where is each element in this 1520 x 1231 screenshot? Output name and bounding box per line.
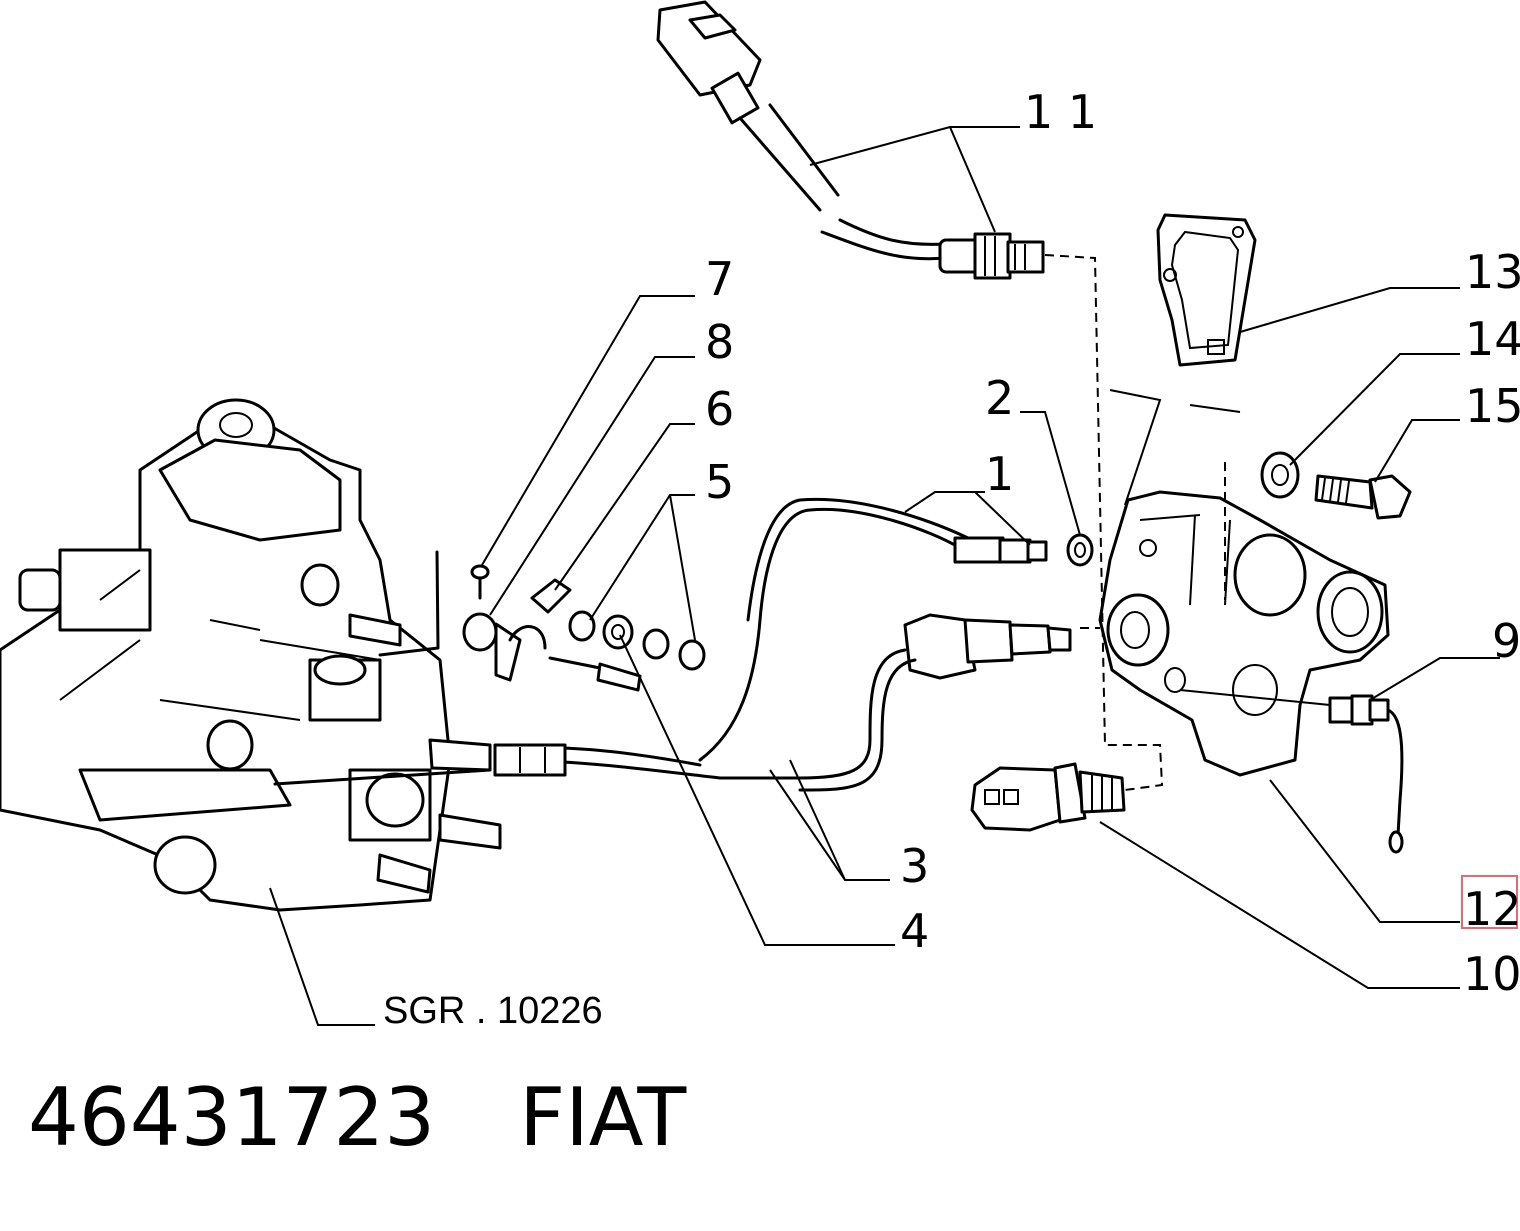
callout-5: 5 xyxy=(705,455,734,509)
leader-lines xyxy=(269,126,1500,1026)
callout-7: 7 xyxy=(705,252,734,306)
part-10-temperature-sender xyxy=(970,762,1126,832)
callout-highlight-box xyxy=(1461,875,1518,929)
callout-13: 13 xyxy=(1465,245,1520,299)
part-3-sensor-cable xyxy=(493,613,1072,792)
dashed-routing-lines xyxy=(1044,254,1331,791)
callout-3: 3 xyxy=(900,839,929,893)
part-12-housing xyxy=(1098,490,1390,777)
part-11-sensor-cable xyxy=(656,0,1045,280)
brand-name: FIAT xyxy=(519,1071,687,1164)
part-4-rod xyxy=(548,656,642,692)
part-15-bolt xyxy=(1314,474,1412,520)
callout-1: 1 xyxy=(985,447,1014,501)
callout-4: 4 xyxy=(900,904,929,958)
callout-15: 15 xyxy=(1465,379,1520,433)
callout-12: 12 xyxy=(1463,882,1520,936)
part-7-screw xyxy=(470,564,490,600)
part-1-sensor-cable xyxy=(698,497,1048,762)
part-9-sensor xyxy=(1328,694,1404,854)
part-5-nuts xyxy=(568,610,706,671)
callout-2: 2 xyxy=(985,371,1014,425)
callout-10: 10 xyxy=(1463,947,1520,1001)
reference-label: SGR . 10226 xyxy=(383,990,603,1032)
callout-14: 14 xyxy=(1465,312,1520,366)
part-6-clamp xyxy=(508,578,572,650)
callout-9: 9 xyxy=(1492,614,1520,668)
injection-pump xyxy=(0,398,502,912)
callout-6: 6 xyxy=(705,382,734,436)
part-13-gasket xyxy=(1156,213,1257,367)
callout-8: 8 xyxy=(705,315,734,369)
part-number: 46431723 xyxy=(28,1071,436,1164)
part-2-seal xyxy=(1066,533,1094,567)
callout-11: 1 1 xyxy=(1024,85,1097,139)
part-14-washer xyxy=(1260,451,1300,499)
part-8-sleeve xyxy=(462,612,522,682)
